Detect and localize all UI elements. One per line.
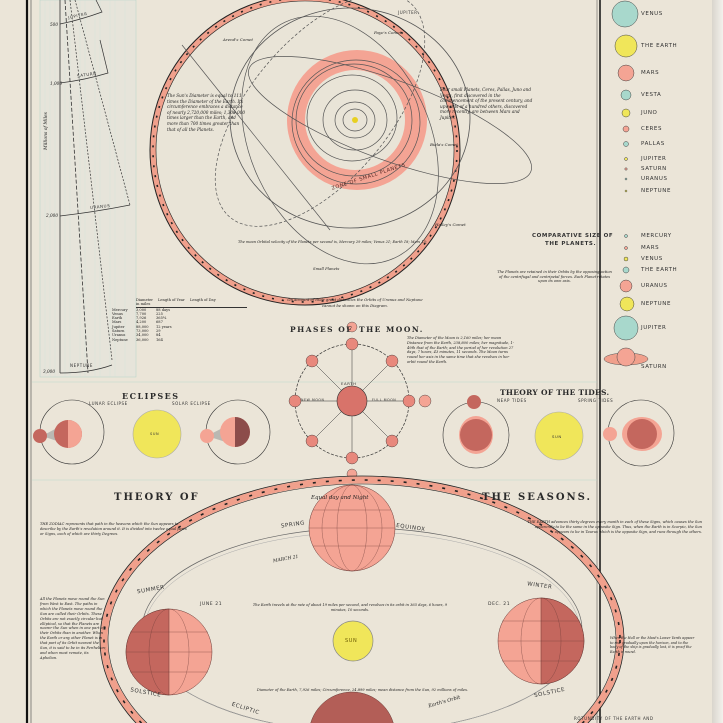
comet-label-halley: Halley's Comet	[435, 222, 466, 227]
comp-label-neptune: NEPTUNE	[641, 301, 672, 307]
tides-diagram	[442, 395, 675, 469]
comet-label-faye: Faye's Comet	[374, 30, 402, 35]
planet-size-list-top	[611, 0, 639, 193]
comp-label-mars: MARS	[641, 245, 660, 251]
scale-value-1: 500	[50, 22, 58, 27]
rotundity-label: ROTUNDITY OF THE EARTH AND	[574, 716, 654, 721]
small-planets-label: Small Planets	[313, 266, 340, 271]
seasons-sun-label: SUN	[345, 638, 358, 644]
size-label-neptune: NEPTUNE	[641, 188, 672, 194]
size-label-vesta: VESTA	[641, 92, 662, 98]
scale-value-4: 3,000	[43, 369, 55, 374]
orbit-label-neptune: NEPTUNE	[70, 363, 94, 368]
size-label-juno: JUNO	[641, 110, 658, 116]
scale-value-2: 1,000	[50, 81, 62, 86]
solar-eclipse-label: SOLAR ECLIPSE	[172, 401, 211, 406]
lunar-eclipse-label: LUNAR ECLIPSE	[89, 401, 128, 406]
planets-motion-note: All the Planets move round the Sun from …	[40, 597, 107, 660]
moon-new-label: NEW MOON	[301, 398, 325, 402]
axis-label-millions: Millions of Miles	[44, 112, 49, 150]
eclipses-diagram	[33, 399, 271, 465]
neap-tides-label: NEAP TIDES	[497, 398, 527, 403]
comp-label-earth: THE EARTH	[641, 267, 678, 273]
comp-label-mercury: MERCURY	[641, 233, 672, 239]
spring-tides-label: SPRING TIDES	[578, 398, 614, 403]
planet-size-list-bottom	[603, 234, 649, 367]
moon-full-label: FULL MOON	[372, 398, 397, 402]
seasons-title-2: THE SEASONS.	[482, 492, 593, 503]
comp-label-uranus: URANUS	[641, 283, 668, 289]
moon-note: The Diameter of the Moon is 2,160 miles;…	[407, 336, 514, 364]
size-label-ceres: CERES	[641, 126, 663, 132]
june-21-label: JUNE 21	[200, 602, 223, 607]
eclipse-sun-label: SUN	[150, 432, 160, 436]
table-header-diameter: Diameter in miles	[136, 298, 153, 307]
small-planets-note: Four small Planets, Ceres, Pallas, Juno …	[440, 87, 533, 120]
size-label-mars: MARS	[641, 70, 660, 76]
sun-diameter-note: The Sun's Diameter is equal to 111 times…	[167, 93, 246, 132]
orbital-velocity-note: The mean Orbital velocity of the Planets…	[238, 240, 428, 244]
dec-21-label: DEC. 21	[488, 602, 511, 607]
comp-label-jupiter: JUPITER	[641, 325, 667, 331]
earth-distance-note: Diameter of the Earth, 7,926 miles; Circ…	[256, 688, 469, 692]
tides-sun-label: SUN	[552, 434, 562, 439]
scale-value-3: 2,000	[46, 213, 58, 218]
table-header-year: Length of Year	[158, 298, 185, 302]
comp-label-saturn: SATURN	[641, 364, 667, 370]
size-label-uranus: URANUS	[641, 176, 668, 182]
moon-title-2: THE MOON.	[359, 325, 424, 334]
earth-speed-note: The Earth travels at the rate of about 1…	[252, 603, 448, 612]
page-shadow	[712, 0, 723, 723]
solar-system-diagram	[149, 0, 532, 306]
earth-advance-note: THE EARTH advances thirty degrees every …	[527, 520, 702, 534]
equal-day-night-label: Equal day and Night	[311, 495, 369, 501]
tides-title: THEORY OF THE TIDES.	[500, 388, 610, 397]
ship-horizon-note: When the Hull or the Mast's Lower Yards …	[610, 636, 695, 654]
size-label-venus: VENUS	[641, 11, 663, 17]
moon-title-1: PHASES OF	[290, 325, 354, 334]
orbit-label-jupiter-ring: JUPITER	[398, 10, 418, 15]
moon-phases-diagram	[288, 321, 432, 480]
size-label-pallas: PALLAS	[641, 141, 665, 147]
size-label-earth: THE EARTH	[641, 43, 678, 49]
distance-diagram	[39, 0, 137, 378]
seasons-title-1: THEORY OF	[114, 492, 200, 503]
comparative-note: The Planets are retained in their Orbits…	[497, 270, 612, 284]
orbit-diagram-note: On account of their great distances the …	[287, 297, 423, 308]
comparative-title-2: THE PLANETS.	[545, 241, 597, 247]
seasons-diagram	[99, 475, 625, 723]
size-label-saturn: SATURN	[641, 166, 667, 172]
comet-label-biela: Biela's Comet	[430, 142, 458, 147]
planet-table: Diameter in miles Length of Year Length …	[112, 298, 247, 342]
moon-earth-label: EARTH	[341, 381, 357, 386]
comet-label-arend: Arend's Comet	[223, 37, 253, 42]
comp-label-venus: VENUS	[641, 256, 663, 262]
comparative-title-1: COMPARATIVE SIZE OF	[532, 233, 614, 239]
eclipses-title: ECLIPSES	[122, 391, 180, 401]
size-label-jupiter: JUPITER	[641, 156, 667, 162]
table-header-day: Length of Day	[190, 298, 216, 302]
zodiac-note: THE ZODIAC represents that path in the h…	[40, 522, 187, 536]
